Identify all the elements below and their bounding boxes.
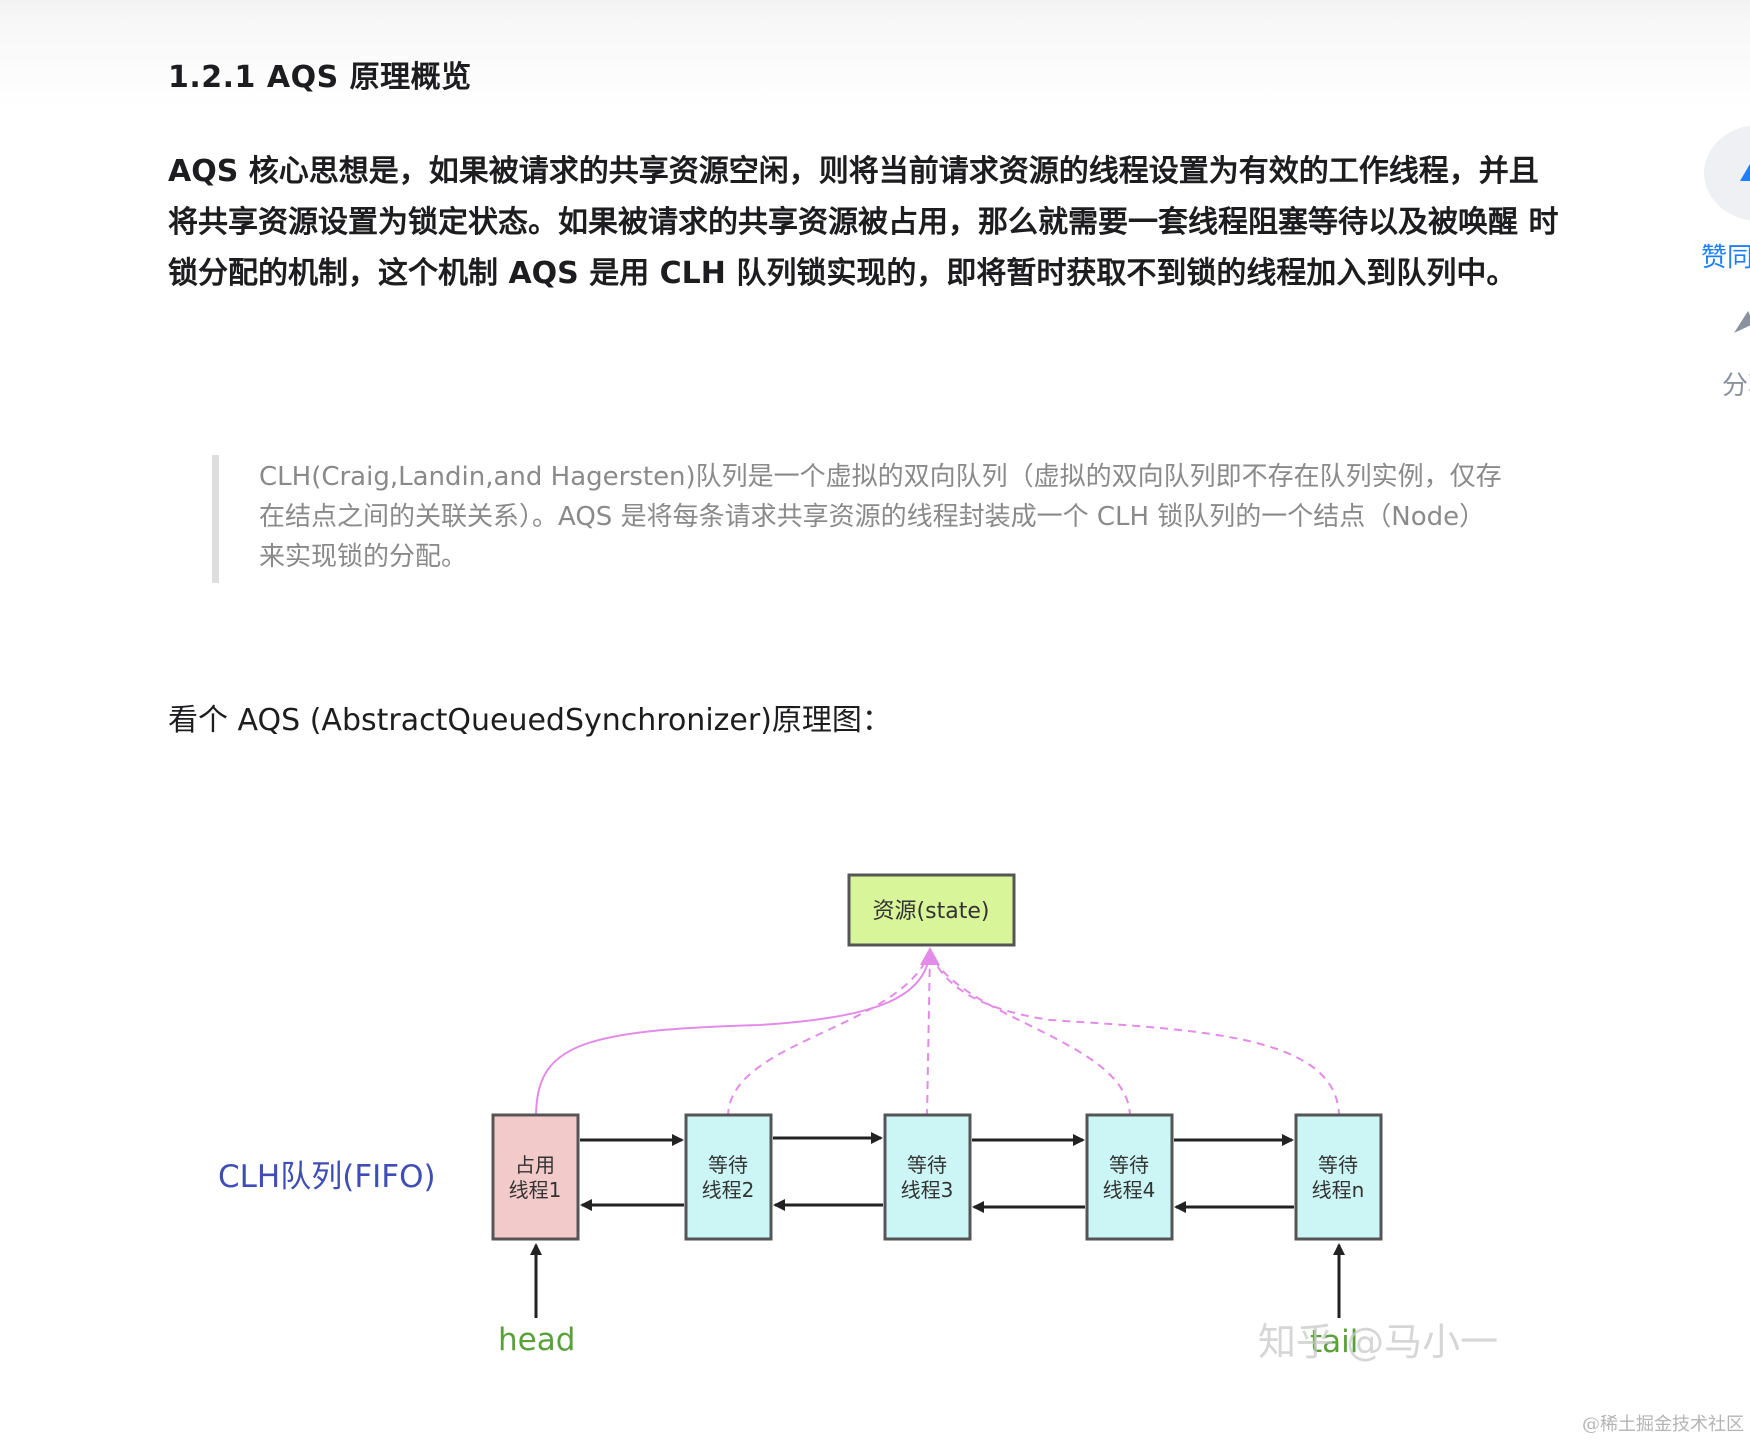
link-node-1 bbox=[535, 951, 931, 1118]
link-node-3 bbox=[926, 951, 931, 1118]
next-pointers bbox=[580, 1132, 1294, 1146]
queue-node-1: 占用 线程1 bbox=[491, 1113, 580, 1241]
queue-node-4: 等待 线程4 bbox=[1085, 1113, 1174, 1241]
footer-watermark: @稀土掘金技术社区 bbox=[1582, 1414, 1744, 1435]
top-shade bbox=[0, 0, 1750, 110]
node-4-rect bbox=[1085, 1113, 1174, 1241]
blockquote-text: CLH(Craig,Landin,and Hagersten)队列是一个虚拟的双… bbox=[259, 462, 1502, 572]
lead-paragraph: AQS 核心思想是，如果被请求的共享资源空闲，则将当前请求资源的线程设置为有效的… bbox=[168, 154, 1559, 291]
resource-box: 资源(state) bbox=[847, 873, 1016, 947]
section-title: 1.2.1 AQS 原理概览 bbox=[168, 60, 472, 95]
like-label: 赞同 bbox=[1701, 243, 1750, 273]
queue-node-2: 等待 线程2 bbox=[684, 1113, 773, 1241]
node-4-line2: 线程4 bbox=[1103, 1178, 1156, 1202]
node-1-line2: 线程1 bbox=[509, 1178, 562, 1202]
resource-rect bbox=[847, 873, 1016, 947]
diagram-caption: 看个 AQS (AbstractQueuedSynchronizer)原理图： bbox=[168, 703, 892, 738]
queue-label: CLH队列(FIFO) bbox=[218, 1159, 436, 1195]
blockquote: CLH(Craig,Landin,and Hagersten)队列是一个虚拟的双… bbox=[212, 455, 1502, 583]
share-icon[interactable] bbox=[1728, 311, 1750, 333]
link-node-4 bbox=[929, 951, 1131, 1118]
resource-links bbox=[535, 947, 1340, 1118]
node-n-line2: 线程n bbox=[1312, 1178, 1365, 1202]
node-2-line2: 线程2 bbox=[702, 1178, 755, 1202]
side-rail: 赞同 分享 bbox=[1690, 125, 1750, 425]
node-2-rect bbox=[684, 1113, 773, 1241]
link-node-2 bbox=[727, 951, 931, 1118]
head-label: head bbox=[498, 1322, 575, 1358]
node-1-line1: 占用 bbox=[515, 1153, 555, 1177]
node-3-rect bbox=[883, 1113, 972, 1241]
prev-pointers bbox=[580, 1199, 1294, 1213]
resource-label: 资源(state) bbox=[873, 899, 990, 924]
share-label: 分享 bbox=[1722, 371, 1750, 401]
node-n-line1: 等待 bbox=[1318, 1153, 1358, 1177]
resource-arrowhead bbox=[920, 947, 940, 965]
like-button[interactable] bbox=[1704, 125, 1750, 221]
node-3-line1: 等待 bbox=[907, 1153, 947, 1177]
link-node-n bbox=[929, 951, 1340, 1118]
tail-label: tail bbox=[1310, 1324, 1358, 1360]
queue-node-n: 等待 线程n bbox=[1294, 1113, 1383, 1241]
queue-node-3: 等待 线程3 bbox=[883, 1113, 972, 1241]
node-2-line1: 等待 bbox=[708, 1153, 748, 1177]
thumbs-up-icon bbox=[1740, 157, 1750, 181]
node-4-line1: 等待 bbox=[1109, 1153, 1149, 1177]
node-1-rect bbox=[491, 1113, 580, 1241]
image-watermark: 知乎 @马小一 bbox=[1258, 1320, 1498, 1364]
node-3-line2: 线程3 bbox=[901, 1178, 954, 1202]
node-n-rect bbox=[1294, 1113, 1383, 1241]
